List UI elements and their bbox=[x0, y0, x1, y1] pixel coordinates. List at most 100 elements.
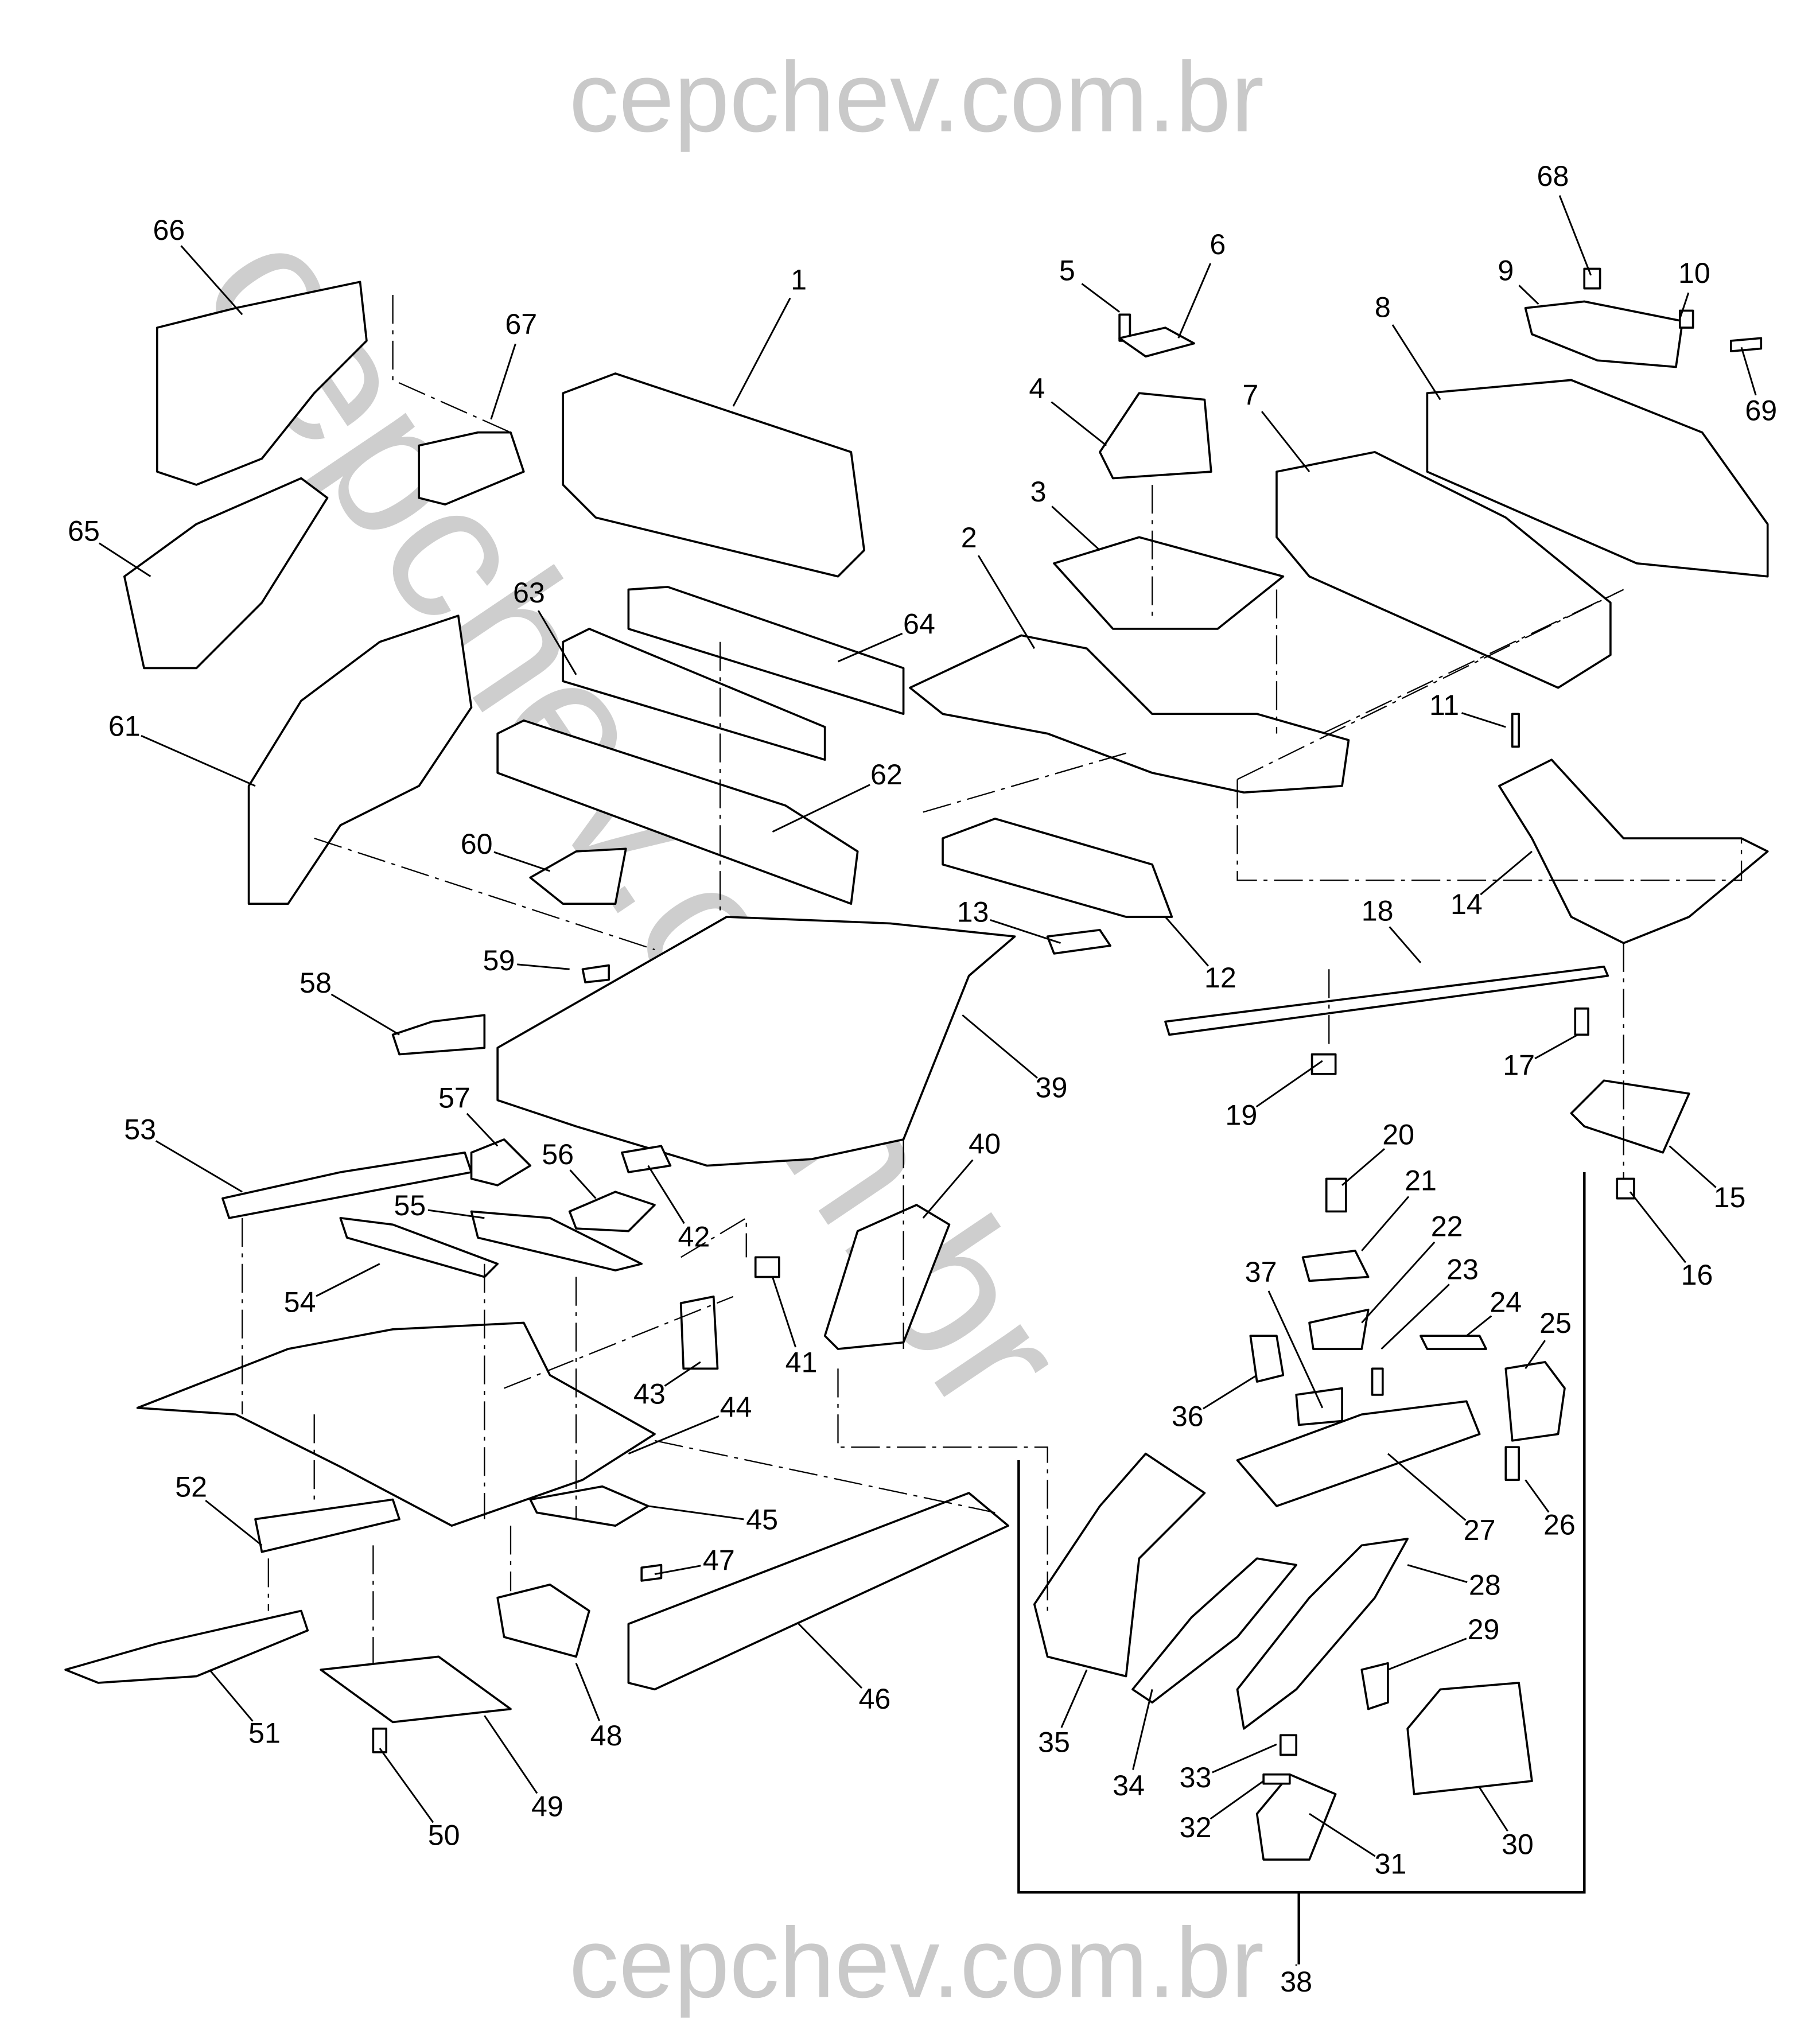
part-rail-28 bbox=[1236, 1538, 1409, 1730]
callout-17: 17 bbox=[1503, 1049, 1535, 1082]
callout-66: 66 bbox=[153, 214, 185, 246]
leader-line-39 bbox=[962, 1014, 1038, 1079]
part-bracket-15 bbox=[1570, 1079, 1690, 1154]
part-bracket-37 bbox=[1295, 1387, 1343, 1426]
leader-line-58 bbox=[330, 993, 400, 1036]
part-rail-63 bbox=[562, 628, 826, 761]
leader-line-53 bbox=[155, 1140, 243, 1193]
leader-line-42 bbox=[647, 1165, 685, 1224]
part-rail-8 bbox=[1426, 379, 1769, 578]
part-bolt-50 bbox=[372, 1728, 388, 1753]
part-panel-30 bbox=[1406, 1682, 1533, 1795]
leader-line-45 bbox=[648, 1505, 744, 1520]
leader-line-32 bbox=[1210, 1780, 1265, 1820]
part-bracket-58 bbox=[391, 1014, 486, 1056]
callout-58: 58 bbox=[300, 967, 332, 999]
part-rail-55 bbox=[470, 1210, 643, 1271]
part-sill-46 bbox=[627, 1492, 1009, 1691]
callout-4: 4 bbox=[1029, 372, 1045, 405]
callout-13: 13 bbox=[957, 896, 989, 928]
callout-43: 43 bbox=[633, 1378, 666, 1410]
callout-35: 35 bbox=[1038, 1726, 1070, 1759]
leader-line-64 bbox=[837, 632, 903, 663]
callout-21: 21 bbox=[1405, 1165, 1437, 1197]
part-bracket-29 bbox=[1360, 1662, 1389, 1710]
callout-40: 40 bbox=[969, 1128, 1001, 1160]
part-floor-44 bbox=[136, 1321, 656, 1527]
leader-line-41 bbox=[771, 1277, 797, 1348]
callout-15: 15 bbox=[1714, 1181, 1746, 1214]
part-rail-12 bbox=[942, 818, 1173, 918]
leader-line-7 bbox=[1261, 411, 1310, 473]
leader-line-50 bbox=[379, 1748, 434, 1823]
callout-26: 26 bbox=[1543, 1509, 1576, 1541]
part-panel-66 bbox=[156, 281, 368, 486]
alignment-line bbox=[314, 837, 655, 951]
leader-line-26 bbox=[1525, 1479, 1550, 1513]
leader-line-31 bbox=[1309, 1813, 1376, 1857]
leader-line-1 bbox=[732, 297, 791, 407]
callout-60: 60 bbox=[461, 828, 493, 860]
part-cap-20 bbox=[1325, 1177, 1347, 1213]
part-rear-panel-1 bbox=[562, 372, 865, 578]
leader-line-13 bbox=[990, 919, 1061, 944]
leader-line-21 bbox=[1361, 1196, 1410, 1251]
callout-64: 64 bbox=[903, 608, 935, 640]
callout-56: 56 bbox=[542, 1138, 574, 1170]
leader-line-66 bbox=[180, 245, 243, 316]
callout-20: 20 bbox=[1382, 1119, 1414, 1151]
part-bracket-67 bbox=[418, 431, 525, 505]
part-bracket-48 bbox=[496, 1584, 590, 1658]
leader-line-40 bbox=[922, 1159, 974, 1219]
callout-38: 38 bbox=[1280, 1966, 1312, 1998]
part-panel-7 bbox=[1275, 451, 1612, 689]
callout-18: 18 bbox=[1362, 894, 1394, 927]
leader-line-22 bbox=[1361, 1241, 1436, 1324]
part-nut-68 bbox=[1583, 267, 1601, 290]
part-clip-41 bbox=[754, 1256, 780, 1278]
leader-line-15 bbox=[1669, 1145, 1717, 1188]
part-crossmember-62 bbox=[496, 719, 859, 905]
leader-line-24 bbox=[1465, 1315, 1492, 1337]
callout-22: 22 bbox=[1431, 1210, 1463, 1242]
leader-line-5 bbox=[1081, 283, 1121, 313]
part-pin-69 bbox=[1729, 337, 1763, 352]
part-bracket-4 bbox=[1099, 392, 1212, 480]
leader-line-51 bbox=[208, 1669, 254, 1722]
part-bolt-10 bbox=[1678, 309, 1694, 329]
callout-62: 62 bbox=[870, 759, 903, 791]
part-bracket-65 bbox=[123, 477, 329, 670]
callout-16: 16 bbox=[1681, 1259, 1713, 1291]
callout-8: 8 bbox=[1375, 291, 1391, 323]
leader-line-47 bbox=[654, 1565, 701, 1576]
leader-line-23 bbox=[1380, 1284, 1450, 1350]
part-rail-54 bbox=[339, 1217, 499, 1278]
part-bracket-31 bbox=[1255, 1773, 1337, 1861]
part-floor-panel-2 bbox=[909, 634, 1350, 794]
callout-46: 46 bbox=[858, 1683, 890, 1715]
part-clip-11 bbox=[1511, 713, 1520, 748]
leader-line-8 bbox=[1391, 324, 1441, 400]
leader-line-27 bbox=[1387, 1453, 1467, 1521]
callout-50: 50 bbox=[428, 1819, 460, 1852]
callout-33: 33 bbox=[1180, 1761, 1212, 1794]
leader-line-34 bbox=[1132, 1689, 1153, 1770]
callout-55: 55 bbox=[394, 1189, 426, 1222]
leader-line-63 bbox=[537, 610, 577, 675]
part-bolt-17 bbox=[1574, 1007, 1589, 1036]
part-crossmember-53 bbox=[221, 1151, 473, 1219]
callout-11: 11 bbox=[1429, 689, 1459, 721]
callout-34: 34 bbox=[1113, 1769, 1145, 1802]
part-panel-64 bbox=[627, 586, 905, 715]
leader-line-57 bbox=[466, 1113, 499, 1147]
leader-line-2 bbox=[977, 555, 1036, 649]
part-panel-35 bbox=[1033, 1452, 1206, 1678]
callout-39: 39 bbox=[1036, 1071, 1068, 1103]
part-nut-33 bbox=[1279, 1734, 1298, 1756]
part-bracket-9 bbox=[1524, 300, 1684, 368]
leader-line-20 bbox=[1341, 1148, 1385, 1186]
leader-line-36 bbox=[1203, 1374, 1258, 1410]
callout-25: 25 bbox=[1539, 1307, 1572, 1339]
